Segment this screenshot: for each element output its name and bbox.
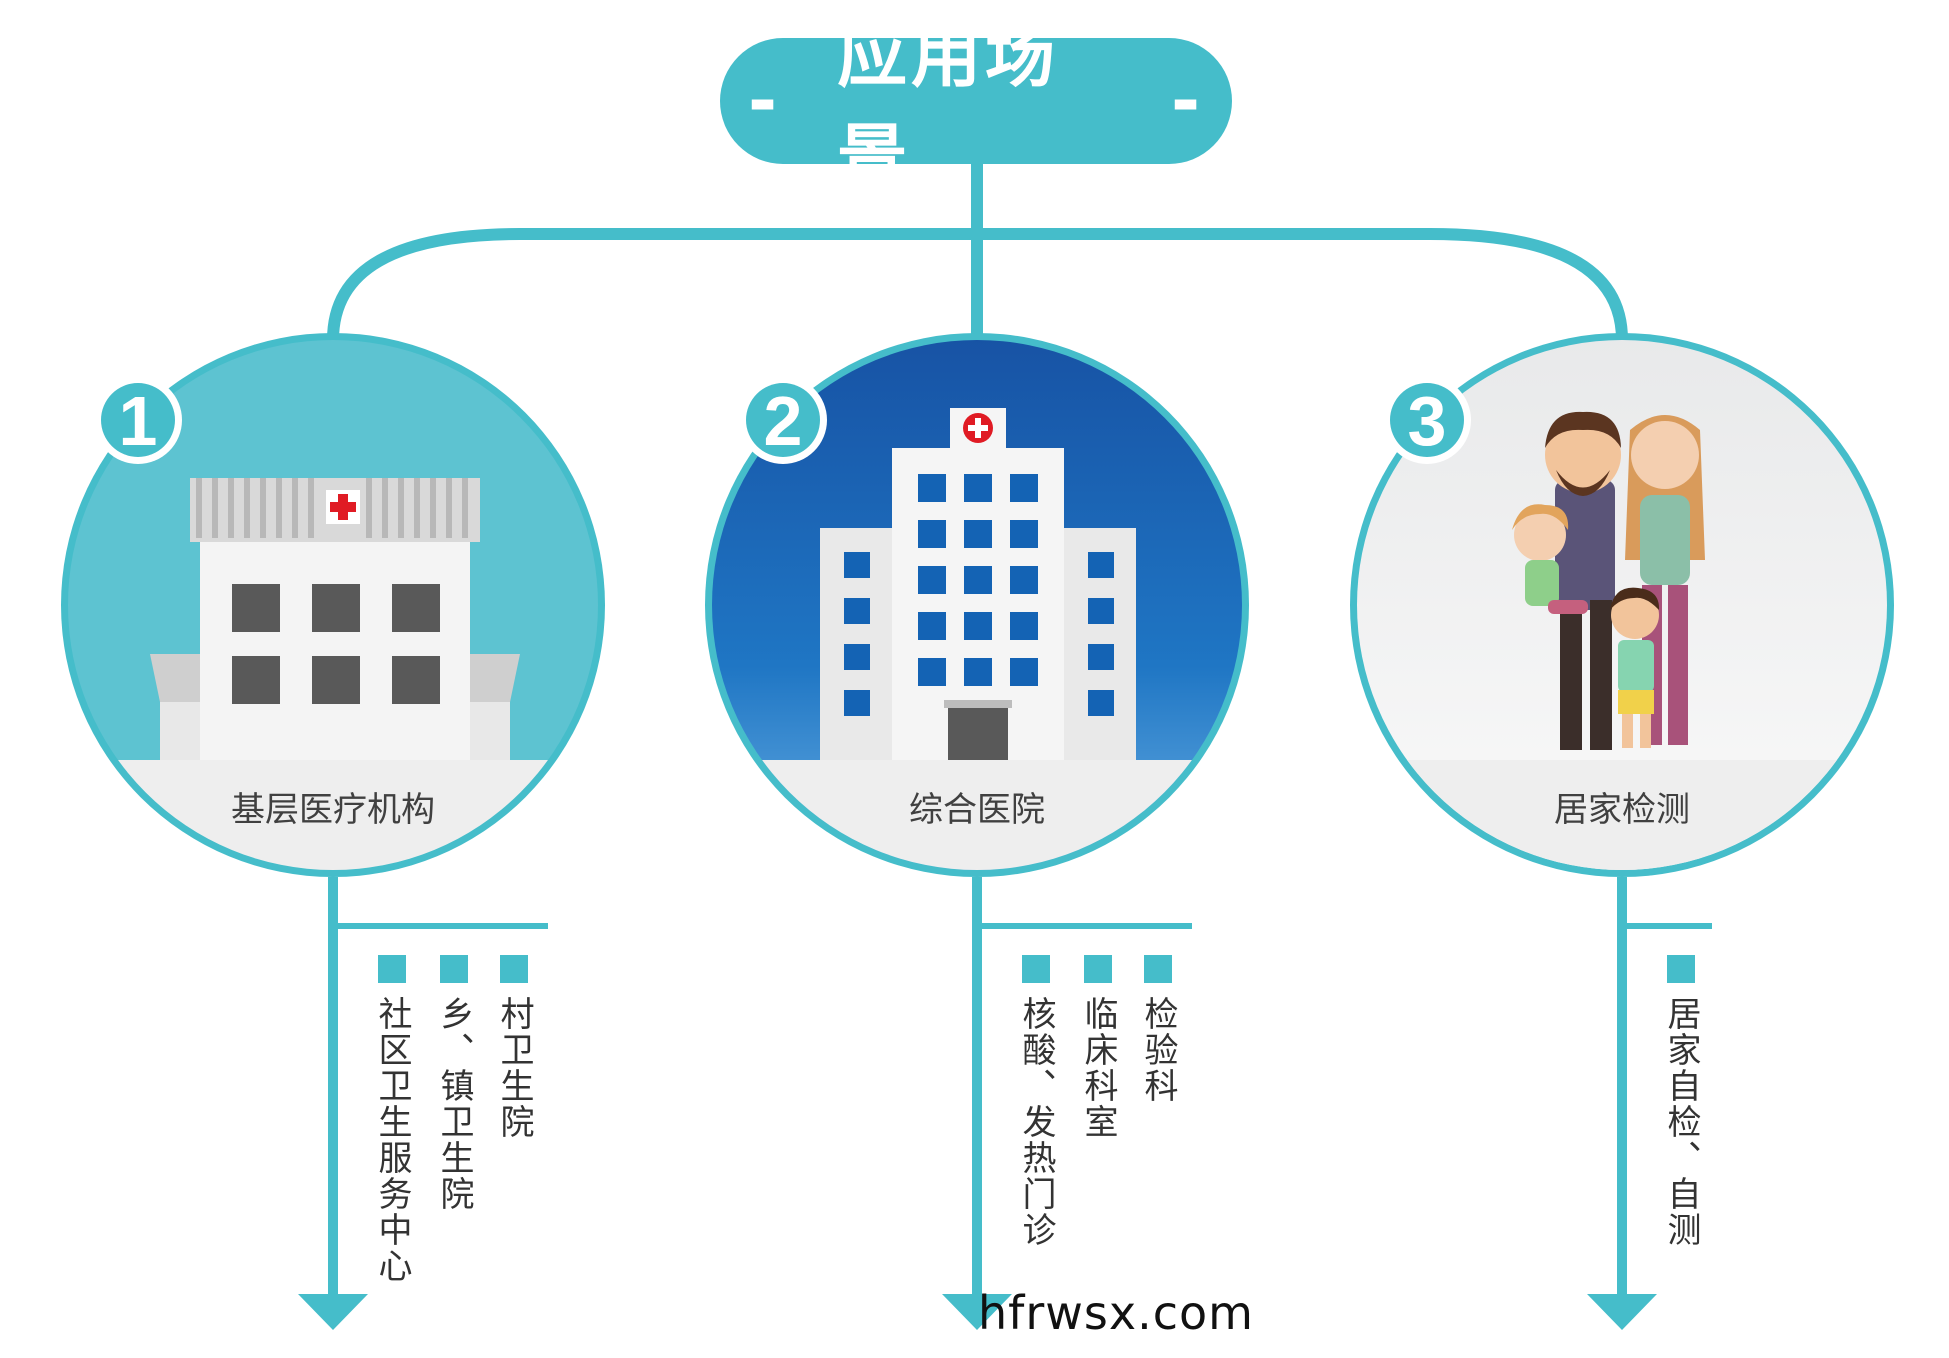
page-title: 应用场景 (837, 15, 1060, 198)
bullet-markers (378, 955, 1695, 983)
branch-1-label: 基层医疗机构 (231, 790, 435, 830)
watermark: hfrwsx.com (978, 1286, 1254, 1340)
branch-2-item-2: 临床科室 (1078, 996, 1118, 1140)
branch-1-circle (61, 333, 605, 877)
branch-3-item-1: 居家自检、自测 (1661, 996, 1701, 1248)
number-badges: 1 2 3 (94, 376, 1471, 464)
branch-1-item-2: 乡、镇卫生院 (434, 996, 474, 1212)
title-pill: - 应用场景 - (720, 15, 1232, 198)
branch-2-item-3: 检验科 (1138, 996, 1178, 1104)
branch-3-label: 居家检测 (1554, 790, 1690, 830)
badge-number-3: 3 (1408, 382, 1447, 460)
branch-2-item-1: 核酸、发热门诊 (1016, 996, 1056, 1248)
branch-1-item-3: 村卫生院 (494, 996, 534, 1140)
title-dash-right: - (1170, 60, 1204, 142)
branch-1-item-1: 社区卫生服务中心 (372, 996, 412, 1284)
family-illustration (1512, 411, 1705, 750)
badge-number-2: 2 (764, 382, 803, 460)
connector-lines (327, 160, 1628, 341)
down-arrows (328, 877, 1712, 1302)
branch-2-label: 综合医院 (909, 790, 1045, 830)
badge-number-1: 1 (119, 382, 158, 460)
title-dash-left: - (748, 60, 782, 142)
arrow-heads (298, 1294, 1657, 1330)
